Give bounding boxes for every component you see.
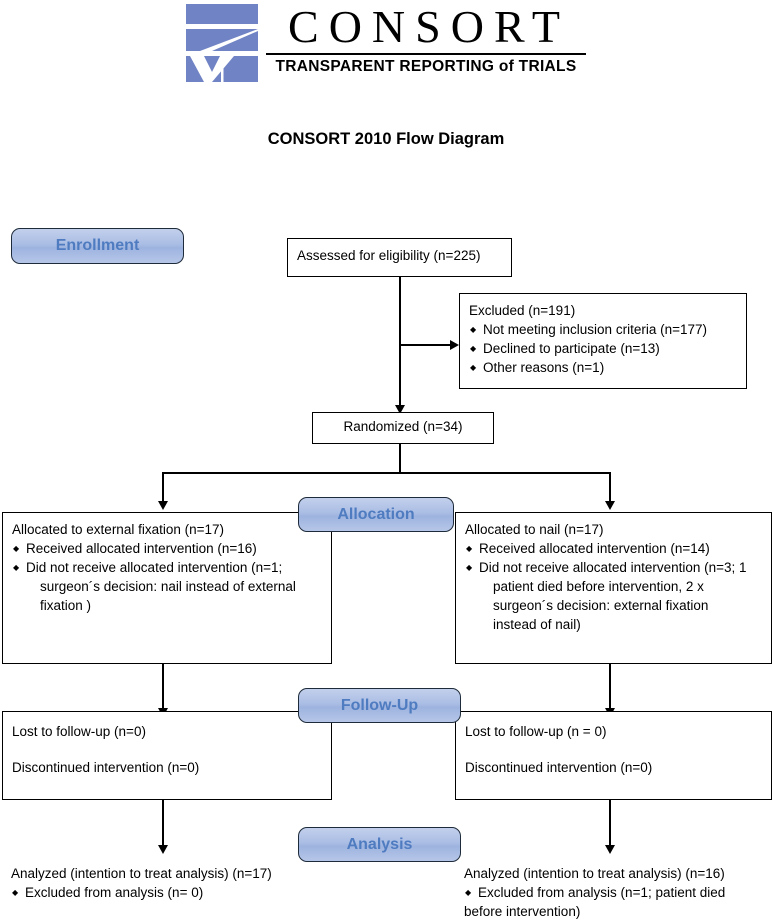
connector-alloc-right-to-followup (609, 663, 611, 711)
assessed-text: Assessed for eligibility (n=225) (297, 248, 481, 263)
excluded-reason-text: Declined to participate (n=13) (483, 341, 660, 356)
allocation-right-item-continuation: instead of nail) (493, 617, 581, 632)
arrowhead-randomized (394, 405, 405, 414)
consort-logo-text: CONSORT TRANSPARENT REPORTING of TRIALS (266, 2, 586, 76)
allocation-left-item-continuation: surgeon´s decision: nail instead of exte… (40, 579, 296, 594)
connector-split-right (609, 472, 611, 504)
stage-label-allocation: Allocation (298, 497, 454, 532)
box-randomized: Randomized (n=34) (312, 412, 494, 444)
arrowhead-analysis-left (157, 845, 168, 854)
connector-randomized-down (399, 443, 401, 474)
analysis-right-item-continuation: before intervention) (464, 904, 581, 919)
analysis-left-list: Excluded from analysis (n= 0) (11, 883, 341, 902)
allocation-right-list: Received allocated intervention (n=14) D… (465, 539, 762, 634)
allocation-right-item-text: Did not receive allocated intervention (… (479, 560, 747, 575)
followup-left-lost: Lost to follow-up (n=0) (12, 724, 146, 739)
allocation-left-item-text: Did not receive allocated intervention (… (26, 560, 283, 575)
arrowhead-analysis-right (604, 845, 615, 854)
connector-split-left (162, 472, 164, 504)
arrowhead-allocation-left (157, 501, 168, 510)
analysis-left-item-text: Excluded from analysis (n= 0) (25, 885, 204, 900)
box-excluded: Excluded (n=191) Not meeting inclusion c… (459, 293, 747, 389)
allocation-right-headline: Allocated to nail (n=17) (465, 522, 604, 537)
allocation-right-item-continuation: patient died before intervention, 2 x (493, 579, 704, 594)
box-allocation-left: Allocated to external fixation (n=17) Re… (2, 512, 332, 664)
followup-left-discontinued: Discontinued intervention (n=0) (12, 760, 200, 775)
list-item: Received allocated intervention (n=14) (465, 539, 762, 558)
excluded-reason-text: Not meeting inclusion criteria (n=177) (483, 322, 707, 337)
logo-tagline: TRANSPARENT REPORTING of TRIALS (275, 58, 577, 75)
connector-allocation-split (162, 472, 611, 474)
box-followup-right: Lost to follow-up (n = 0) Discontinued i… (455, 711, 772, 800)
allocation-left-item-text: Received allocated intervention (n=16) (26, 541, 257, 556)
list-item: Excluded from analysis (n=1; patient die… (464, 883, 772, 921)
list-item: Declined to participate (n=13) (469, 339, 737, 358)
box-followup-left: Lost to follow-up (n=0) Discontinued int… (2, 711, 332, 800)
connector-to-excluded (399, 344, 455, 346)
logo-divider (266, 53, 586, 55)
randomized-text: Randomized (n=34) (343, 419, 463, 434)
stage-label-enrollment: Enrollment (11, 228, 184, 264)
box-assessed-for-eligibility: Assessed for eligibility (n=225) (287, 238, 512, 277)
allocation-left-item-continuation: fixation ) (40, 598, 92, 613)
list-item: Not meeting inclusion criteria (n=177) (469, 320, 737, 339)
box-allocation-right: Allocated to nail (n=17) Received alloca… (455, 512, 772, 664)
excluded-reason-text: Other reasons (n=1) (483, 360, 605, 375)
allocation-left-headline: Allocated to external fixation (n=17) (12, 522, 224, 537)
followup-right-lost: Lost to follow-up (n = 0) (465, 724, 607, 739)
excluded-reason-list: Not meeting inclusion criteria (n=177) D… (469, 320, 737, 377)
connector-followup-left-to-analysis (162, 800, 164, 848)
stage-label-analysis: Analysis (298, 827, 461, 862)
page-title: CONSORT 2010 Flow Diagram (267, 130, 505, 148)
box-analysis-right: Analyzed (intention to treat analysis) (… (464, 864, 772, 921)
consort-logo-mark (186, 4, 258, 82)
consort-logo: CONSORT TRANSPARENT REPORTING of TRIALS (186, 2, 586, 86)
list-item: Other reasons (n=1) (469, 358, 737, 377)
allocation-right-item-continuation: surgeon´s decision: external fixation (493, 598, 709, 613)
stage-label-followup: Follow-Up (298, 688, 461, 723)
logo-wordmark: CONSORT (288, 1, 570, 52)
analysis-right-list: Excluded from analysis (n=1; patient die… (464, 883, 772, 921)
connector-assessed-to-randomized (399, 277, 401, 407)
arrowhead-excluded (450, 339, 459, 350)
connector-followup-right-to-analysis (609, 800, 611, 848)
excluded-headline: Excluded (n=191) (469, 303, 576, 318)
list-item: Did not receive allocated intervention (… (465, 558, 762, 634)
followup-right-discontinued: Discontinued intervention (n=0) (465, 760, 653, 775)
analysis-right-item-text: Excluded from analysis (n=1; patient die… (478, 885, 726, 900)
analysis-left-headline: Analyzed (intention to treat analysis) (… (11, 866, 272, 881)
analysis-right-headline: Analyzed (intention to treat analysis) (… (464, 866, 725, 881)
allocation-left-list: Received allocated intervention (n=16) D… (12, 539, 322, 615)
list-item: Did not receive allocated intervention (… (12, 558, 322, 615)
list-item: Received allocated intervention (n=16) (12, 539, 322, 558)
connector-alloc-left-to-followup (162, 663, 164, 711)
arrowhead-allocation-right (604, 501, 615, 510)
list-item: Excluded from analysis (n= 0) (11, 883, 341, 902)
box-analysis-left: Analyzed (intention to treat analysis) (… (11, 864, 341, 902)
allocation-right-item-text: Received allocated intervention (n=14) (479, 541, 710, 556)
